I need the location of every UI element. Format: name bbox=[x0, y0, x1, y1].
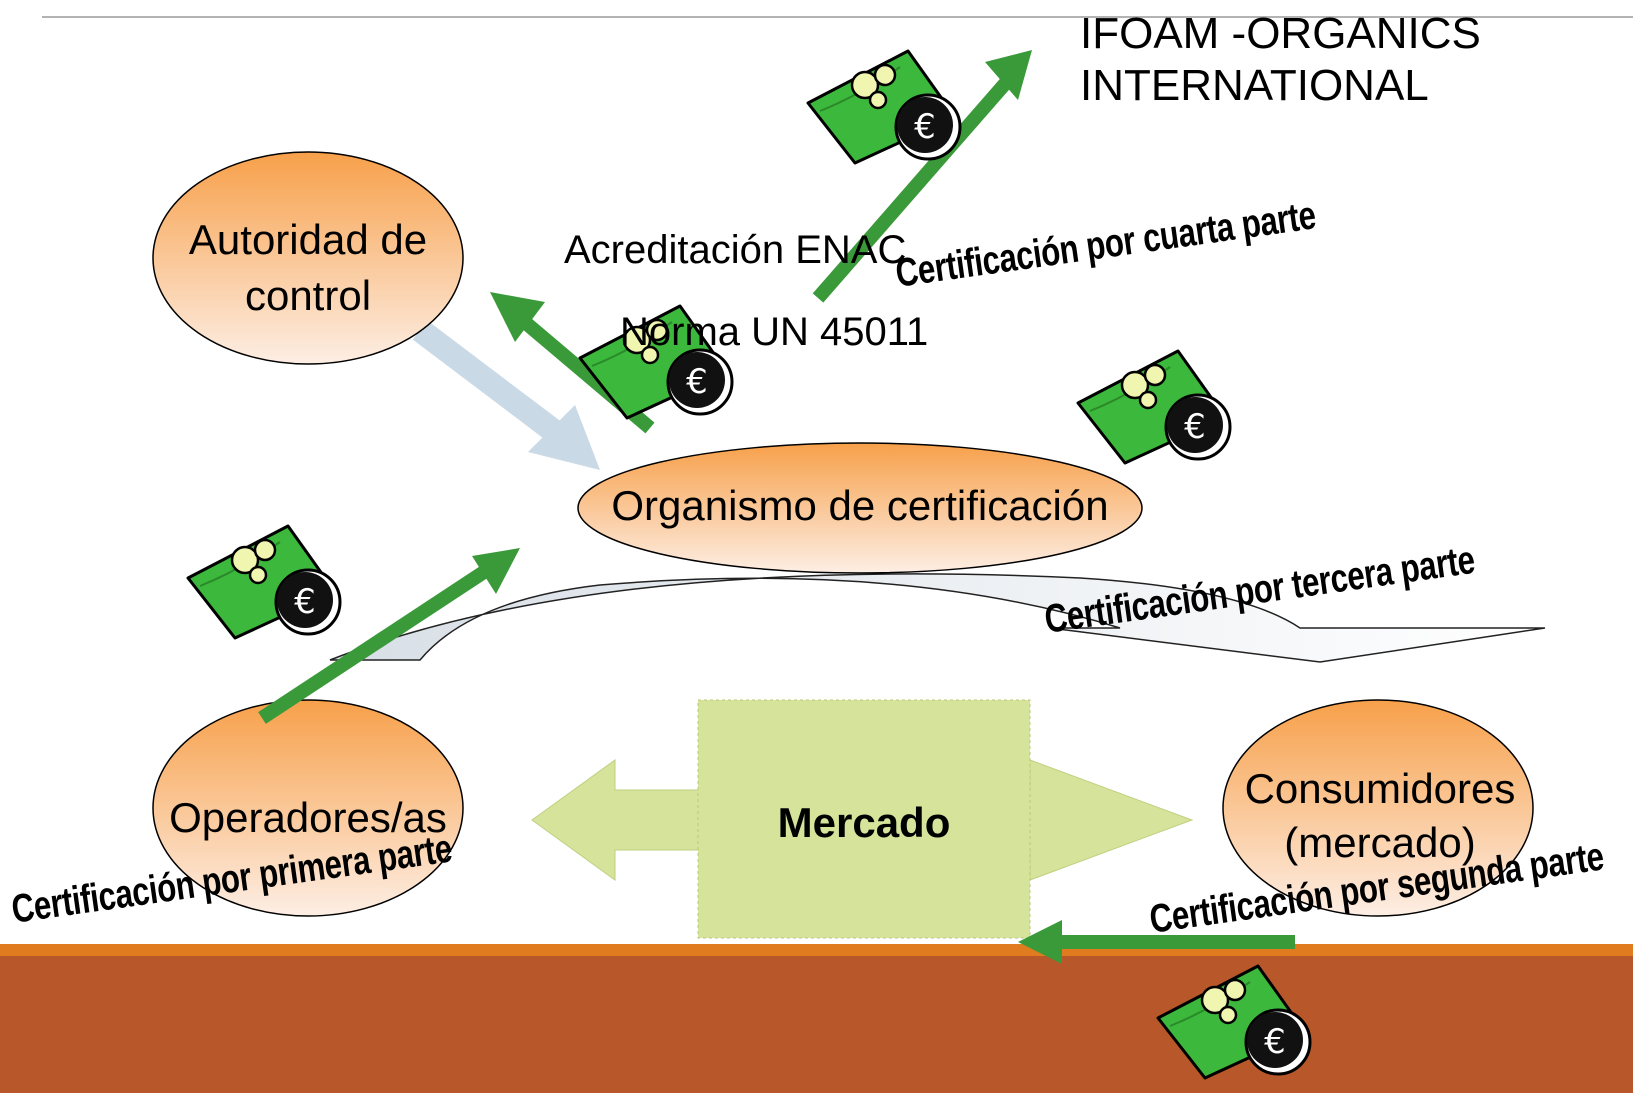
money-arrow-to-ifoam bbox=[812, 73, 1016, 303]
money-icon bbox=[806, 49, 962, 165]
third-party-curve-arrow bbox=[329, 573, 1546, 663]
bottom-band bbox=[0, 956, 1633, 1093]
ifoam-line2: INTERNATIONAL bbox=[1080, 61, 1429, 110]
autoridad-line1: Autoridad de bbox=[188, 216, 428, 263]
autoridad-line2: control bbox=[244, 272, 372, 319]
consumidores-line1: Consumidores bbox=[1244, 765, 1516, 812]
node-organismo bbox=[577, 442, 1143, 574]
supervision-arrow-shaft bbox=[412, 320, 563, 442]
money-arrowhead-organismo bbox=[472, 548, 520, 594]
consumidores-label: Consumidores (mercado) bbox=[1222, 762, 1538, 870]
money-arrowhead-autoridad bbox=[490, 292, 545, 342]
autoridad-label: Autoridad de control bbox=[150, 212, 466, 324]
money-arrow-to-organismo bbox=[258, 562, 494, 724]
market-box bbox=[697, 699, 1031, 939]
accreditation-line2: Norma UN 45011 bbox=[620, 310, 929, 354]
node-operadores bbox=[152, 699, 464, 917]
supervision-arrow-head bbox=[528, 405, 600, 470]
organismo-label: Organismo de certificación bbox=[611, 482, 1109, 529]
node-autoridad bbox=[152, 151, 464, 365]
consumidores-line2: (mercado) bbox=[1284, 819, 1476, 866]
ifoam-line1: IFOAM -ORGANICS bbox=[1080, 9, 1481, 58]
accreditation-line1: Acreditación ENAC bbox=[564, 228, 907, 272]
bottom-band-stripe bbox=[0, 944, 1633, 956]
money-arrowhead-ifoam bbox=[985, 50, 1032, 100]
mercado-label: Mercado bbox=[777, 799, 951, 846]
money-icon bbox=[186, 524, 342, 640]
operadores-label: Operadores/as bbox=[169, 794, 447, 841]
ifoam-label: IFOAM -ORGANICS INTERNATIONAL bbox=[1080, 8, 1481, 112]
node-consumidores bbox=[1222, 699, 1534, 917]
money-icon bbox=[1076, 349, 1232, 465]
money-arrowhead-mercado bbox=[1018, 920, 1062, 964]
